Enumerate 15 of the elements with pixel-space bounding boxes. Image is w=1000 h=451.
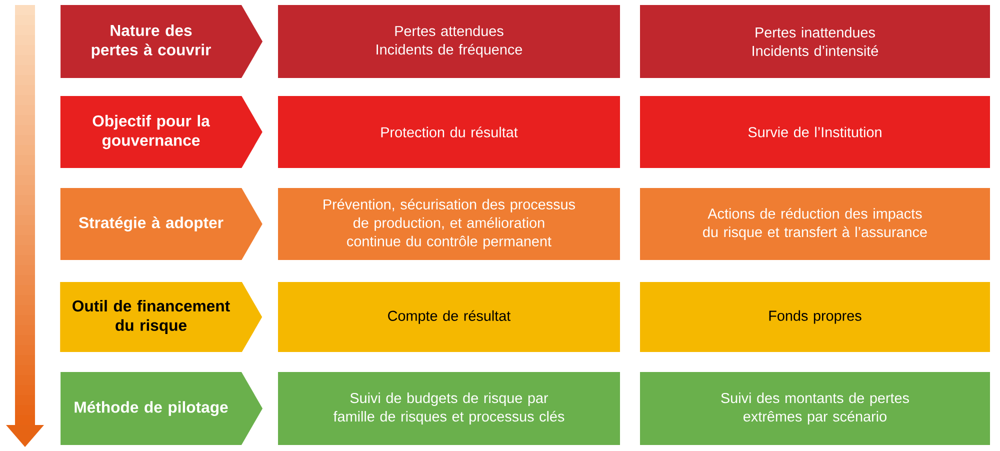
content-box: Pertes attendues Incidents de fréquence bbox=[278, 5, 620, 78]
content-box: Fonds propres bbox=[640, 282, 990, 352]
row-heading-tab: Méthode de pilotage bbox=[60, 372, 263, 445]
content-box: Survie de l’Institution bbox=[640, 96, 990, 168]
content-box: Compte de résultat bbox=[278, 282, 620, 352]
row-heading-tab: Nature des pertes à couvrir bbox=[60, 5, 263, 78]
row-heading-tab: Stratégie à adopter bbox=[60, 188, 262, 260]
content-box: Protection du résultat bbox=[278, 96, 620, 168]
content-box: Suivi de budgets de risque par famille de risques et processus clés bbox=[278, 372, 620, 445]
content-box: Suivi des montants de pertes extrêmes par scénario bbox=[640, 372, 990, 445]
content-box: Actions de réduction des impacts du risque et transfert à l’assurance bbox=[640, 188, 990, 260]
content-box: Pertes inattendues Incidents d’intensité bbox=[640, 5, 990, 78]
content-box: Prévention, sécurisation des processus de production, et amélioration continue du contrôle permanent bbox=[278, 188, 620, 260]
row-heading-tab: Objectif pour la gouvernance bbox=[60, 96, 262, 168]
row-heading-tab: Outil de financement du risque bbox=[60, 282, 262, 352]
